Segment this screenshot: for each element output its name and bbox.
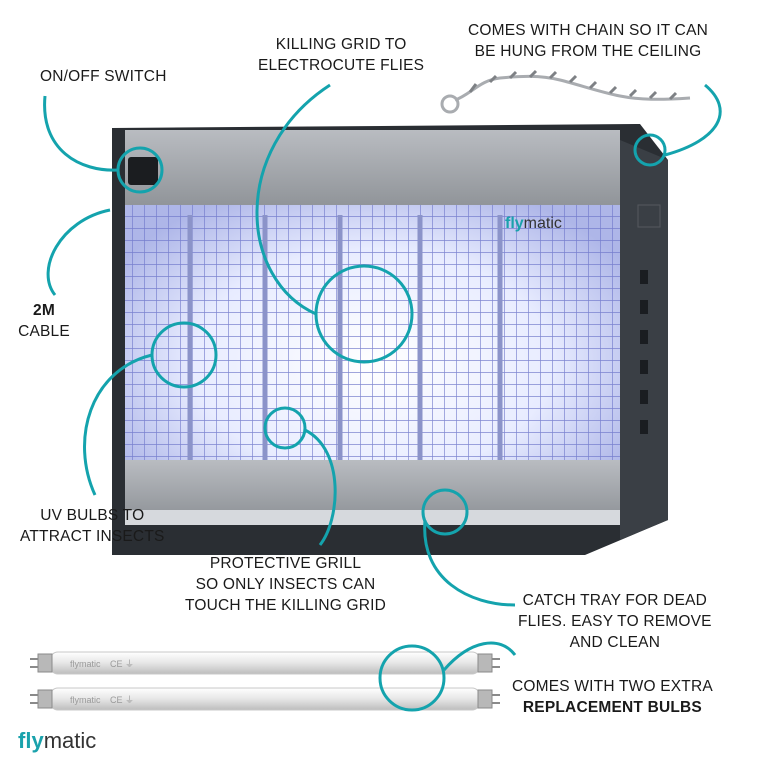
bug-zapper-device xyxy=(112,124,668,555)
label-chain: COMES WITH CHAIN SO IT CAN BE HUNG FROM … xyxy=(468,22,709,60)
spare-bulb-leader xyxy=(442,641,517,671)
bulb-cert-2: CE ⏚ xyxy=(110,695,134,705)
label-cable: 2M CABLE xyxy=(18,302,70,340)
grid-leader xyxy=(255,83,331,316)
spare-bulb-callout-circle xyxy=(378,644,446,712)
bulb-leader xyxy=(83,353,153,496)
label-replacement-bulbs: COMES WITH TWO EXTRA REPLACEMENT BULBS xyxy=(512,678,713,716)
tray-callout-circle xyxy=(421,488,469,536)
switch-leader xyxy=(43,95,119,172)
label-uv-bulbs: UV BULBS TO ATTRACT INSECTS xyxy=(20,507,165,545)
grill-callout-circle xyxy=(263,406,307,450)
label-catch-tray: CATCH TRAY FOR DEAD FLIES. EASY TO REMOV… xyxy=(518,592,712,651)
grill-leader xyxy=(304,428,337,546)
hanging-chain xyxy=(440,69,691,114)
label-protective-grill: PROTECTIVE GRILL SO ONLY INSECTS CAN TOU… xyxy=(185,555,387,614)
bulb-brand-2: flymatic xyxy=(70,695,101,705)
chain-callout-circle xyxy=(633,133,667,167)
tray-leader xyxy=(423,519,516,607)
chain-leader xyxy=(664,83,722,157)
brand-logo: flymatic xyxy=(18,728,97,753)
replacement-bulbs: flymatic CE ⏚ flymatic CE ⏚ xyxy=(30,651,500,711)
bulb-cert-1: CE ⏚ xyxy=(110,659,134,669)
cable-leader xyxy=(46,208,111,296)
callout-leaders xyxy=(43,83,722,712)
power-switch xyxy=(128,157,158,185)
label-on-off: ON/OFF SWITCH xyxy=(40,68,167,85)
device-logo: flymatic xyxy=(505,215,562,232)
label-killing-grid: KILLING GRID TO ELECTROCUTE FLIES xyxy=(258,36,425,74)
bulb-brand-1: flymatic xyxy=(70,659,101,669)
